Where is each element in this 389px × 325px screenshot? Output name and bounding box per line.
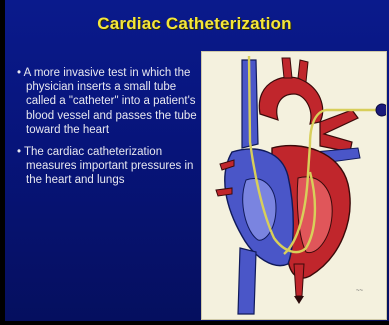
- bullet-text-2: The cardiac catheterization measures imp…: [24, 146, 193, 186]
- bottom-edge: [0, 321, 389, 325]
- aorta-arch: [259, 77, 322, 124]
- descending-aorta: [294, 264, 304, 296]
- artery-branch-left-2: [216, 188, 232, 196]
- slide-title: Cardiac Catheterization: [0, 14, 389, 34]
- left-edge: [0, 0, 5, 325]
- artery-branch-1: [282, 58, 292, 78]
- bullet-item-2: • The cardiac catheterization measures i…: [10, 145, 200, 188]
- aorta-arrow-icon: [294, 296, 304, 304]
- heart-diagram-icon: ~~: [202, 52, 386, 319]
- bullet-list: • A more invasive test in which the phys…: [10, 66, 200, 196]
- inferior-vena-cava: [238, 248, 256, 314]
- bullet-item-1: • A more invasive test in which the phys…: [10, 66, 200, 137]
- bullet-text-1: A more invasive test in which the physic…: [24, 67, 197, 136]
- catheter-end-icon: [376, 104, 386, 116]
- artery-branch-2: [298, 60, 308, 82]
- artist-signature: ~~: [356, 288, 364, 294]
- heart-catheter-illustration: ~~: [201, 51, 387, 320]
- pulmonary-vessels: [320, 110, 358, 152]
